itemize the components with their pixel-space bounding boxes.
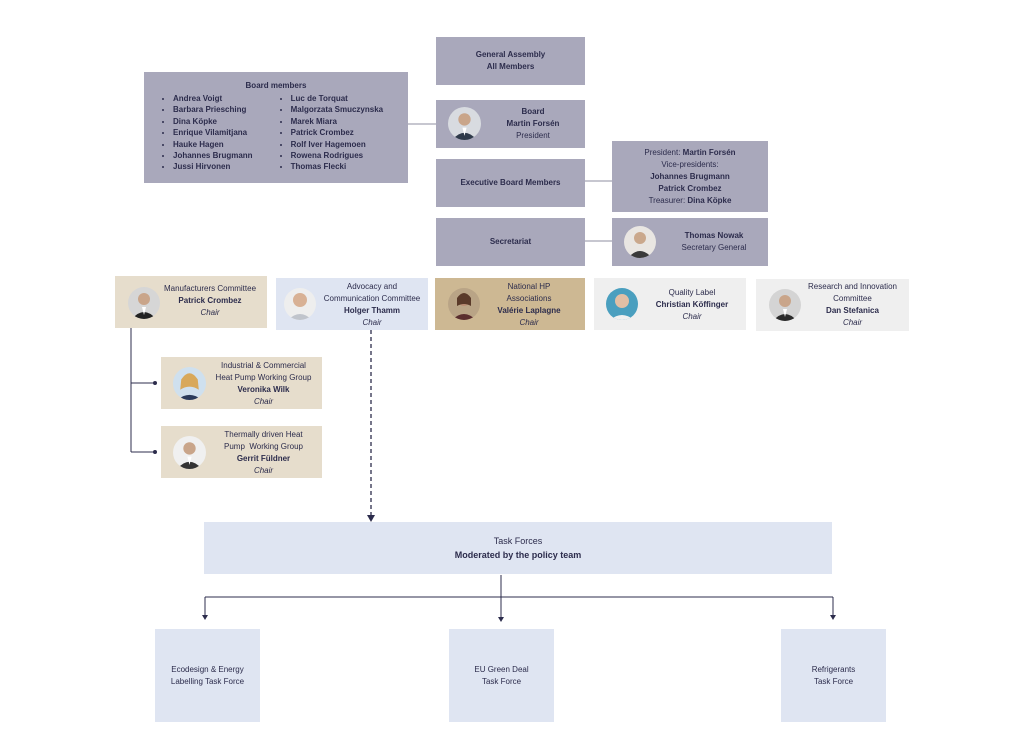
board-member: Rolf Iver Hagemoen bbox=[291, 139, 404, 150]
research-innovation-committee-box: Research and Innovation Committee Dan St… bbox=[756, 279, 909, 331]
exec-vp-label: Vice-presidents: bbox=[661, 159, 719, 169]
task-force-label: Task Force bbox=[481, 676, 522, 686]
committee-chair-avatar bbox=[128, 287, 160, 319]
secretary-name: Thomas Nowak bbox=[684, 231, 744, 240]
board-members-col2: Luc de Torquat Malgorzata Smuczynska Mar… bbox=[282, 93, 404, 173]
national-hp-associations-box: National HP Associations Valérie Laplagn… bbox=[435, 278, 585, 330]
task-forces-box: Task Forces Moderated by the policy team bbox=[204, 522, 832, 574]
committee-chair-avatar bbox=[606, 288, 638, 320]
committee-title: Quality Label bbox=[668, 288, 716, 297]
wg-chair-role: Chair bbox=[253, 397, 274, 406]
board-member: Patrick Crombez bbox=[291, 127, 404, 138]
wg-chair-avatar bbox=[173, 367, 206, 400]
general-assembly-label: General Assembly bbox=[475, 50, 546, 59]
task-forces-title: Task Forces bbox=[493, 536, 543, 546]
exec-treasurer-line: Treasurer: Dina Köpke bbox=[648, 195, 732, 205]
exec-vp1: Johannes Brugmann bbox=[650, 171, 730, 181]
board-box: Board Martin Forsén President bbox=[436, 100, 585, 148]
secretary-box: Thomas Nowak Secretary General bbox=[612, 218, 768, 266]
board-member: Marek Miara bbox=[291, 116, 404, 127]
general-assembly-box: General Assembly All Members bbox=[436, 37, 585, 85]
wg-title: Heat Pump Working Group bbox=[215, 373, 312, 382]
president-role: President bbox=[516, 131, 550, 140]
board-member: Johannes Brugmann bbox=[173, 150, 282, 161]
board-member: Hauke Hagen bbox=[173, 139, 282, 150]
committee-title: Associations bbox=[506, 294, 552, 303]
ecodesign-task-force-box: Ecodesign & Energy Labelling Task Force bbox=[155, 629, 260, 722]
board-members-title: Board members bbox=[245, 81, 307, 90]
wg-title: Industrial & Commercial bbox=[221, 361, 306, 370]
board-title: Board bbox=[521, 107, 545, 116]
board-member: Thomas Flecki bbox=[291, 161, 404, 172]
committee-title: Manufacturers Committee bbox=[163, 284, 257, 293]
committee-chair-avatar bbox=[769, 289, 801, 321]
wg-title: Pump Working Group bbox=[224, 442, 303, 451]
committee-chair-role: Chair bbox=[842, 318, 863, 327]
committee-chair-name: Holger Thamm bbox=[343, 306, 400, 315]
thermally-driven-wg-box: Thermally driven Heat Pump Working Group… bbox=[161, 426, 322, 478]
committee-chair-name: Valérie Laplagne bbox=[497, 306, 561, 315]
board-member: Jussi Hirvonen bbox=[173, 161, 282, 172]
executive-board-label: Executive Board Members bbox=[460, 178, 561, 187]
task-force-label: Labelling Task Force bbox=[170, 676, 245, 686]
secretary-avatar bbox=[624, 226, 656, 258]
committee-chair-avatar bbox=[448, 288, 480, 320]
task-force-label: Refrigerants bbox=[811, 664, 856, 674]
president-avatar bbox=[448, 107, 481, 140]
wg-chair-role: Chair bbox=[253, 466, 274, 475]
committee-chair-name: Christian Köffinger bbox=[655, 300, 729, 309]
board-member: Enrique Vilamitjana bbox=[173, 127, 282, 138]
board-member: Andrea Voigt bbox=[173, 93, 282, 104]
board-members-col1: Andrea Voigt Barbara Priesching Dina Köp… bbox=[164, 93, 282, 173]
executive-details-box: President: Martin Forsén Vice-presidents… bbox=[612, 141, 768, 212]
board-member: Barbara Priesching bbox=[173, 104, 282, 115]
eu-green-deal-task-force-box: EU Green Deal Task Force bbox=[449, 629, 554, 722]
wg-chair-name: Veronika Wilk bbox=[237, 385, 290, 394]
task-force-label: Ecodesign & Energy bbox=[171, 664, 244, 674]
manufacturers-committee-box: Manufacturers Committee Patrick Crombez … bbox=[115, 276, 267, 328]
secretary-role: Secretary General bbox=[681, 243, 747, 252]
task-force-label: Task Force bbox=[813, 676, 854, 686]
committee-title: Advocacy and bbox=[346, 282, 398, 291]
exec-president-line: President: Martin Forsén bbox=[644, 147, 736, 157]
committee-chair-role: Chair bbox=[200, 308, 220, 317]
executive-board-box: Executive Board Members bbox=[436, 159, 585, 207]
committee-chair-role: Chair bbox=[519, 318, 539, 327]
task-force-label: EU Green Deal bbox=[474, 664, 529, 674]
all-members-label: All Members bbox=[486, 62, 535, 71]
board-member: Rowena Rodrigues bbox=[291, 150, 404, 161]
board-member: Dina Köpke bbox=[173, 116, 282, 127]
committee-chair-avatar bbox=[284, 288, 316, 320]
committee-chair-name: Dan Stefanica bbox=[826, 306, 879, 315]
committee-chair-role: Chair bbox=[682, 312, 702, 321]
board-members-box: Board members bbox=[144, 72, 408, 183]
committee-title: Committee bbox=[833, 294, 872, 303]
board-members-list: Andrea Voigt Barbara Priesching Dina Köp… bbox=[164, 93, 404, 173]
refrigerants-task-force-box: Refrigerants Task Force bbox=[781, 629, 886, 722]
wg-chair-avatar bbox=[173, 436, 206, 469]
wg-chair-name: Gerrit Füldner bbox=[236, 454, 291, 463]
committee-chair-role: Chair bbox=[362, 318, 382, 327]
secretariat-label: Secretariat bbox=[489, 237, 532, 246]
quality-label-box: Quality Label Christian Köffinger Chair bbox=[594, 278, 746, 330]
wg-title: Thermally driven Heat bbox=[224, 430, 303, 439]
board-member: Malgorzata Smuczynska bbox=[291, 104, 404, 115]
committee-title: Communication Committee bbox=[323, 294, 421, 303]
task-forces-subtitle: Moderated by the policy team bbox=[454, 550, 582, 560]
industrial-commercial-wg-box: Industrial & Commercial Heat Pump Workin… bbox=[161, 357, 322, 409]
board-member: Luc de Torquat bbox=[291, 93, 404, 104]
president-name: Martin Forsén bbox=[506, 119, 560, 128]
exec-vp2: Patrick Crombez bbox=[658, 183, 722, 193]
committee-chair-name: Patrick Crombez bbox=[178, 296, 242, 305]
committee-title: National HP bbox=[507, 282, 551, 291]
secretariat-box: Secretariat bbox=[436, 218, 585, 266]
advocacy-committee-box: Advocacy and Communication Committee Hol… bbox=[276, 278, 428, 330]
committee-title: Research and Innovation bbox=[808, 282, 897, 291]
